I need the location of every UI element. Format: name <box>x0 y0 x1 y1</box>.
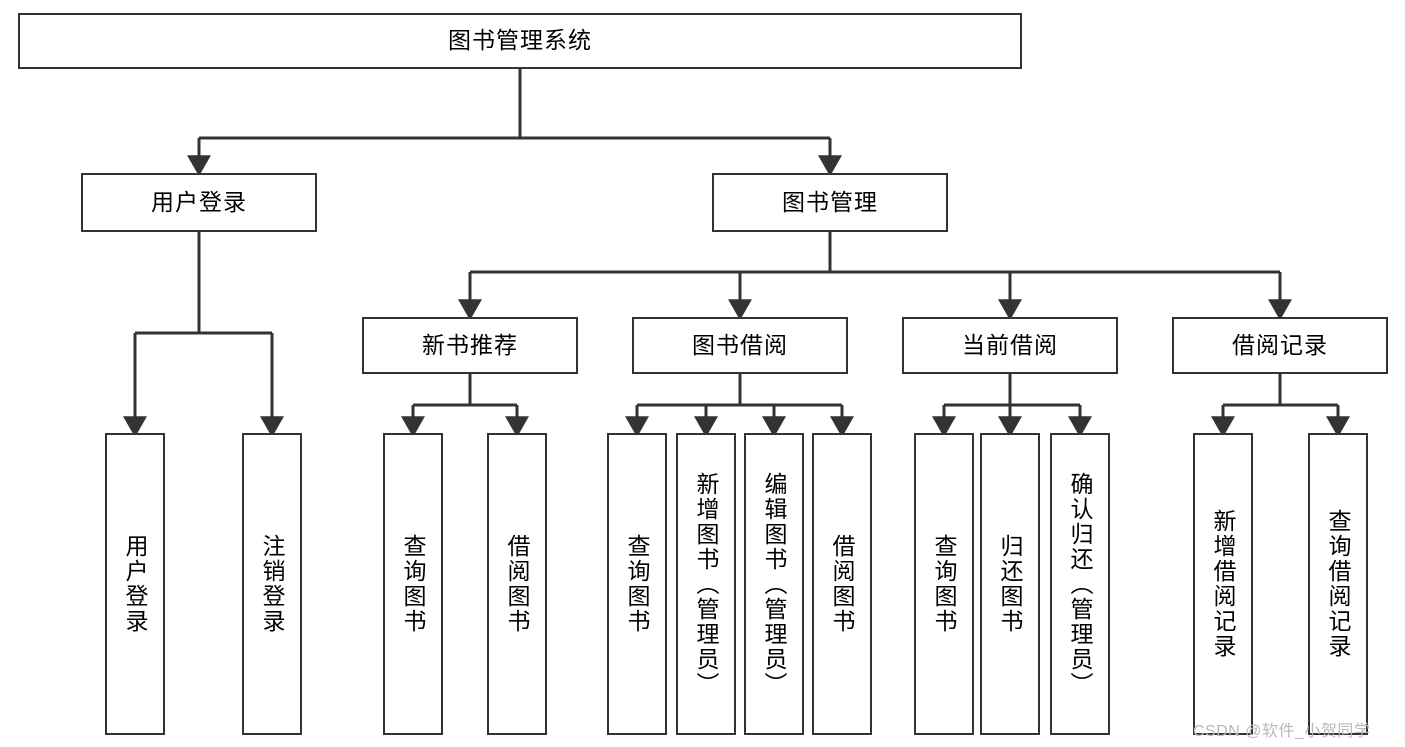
node-user-login[interactable]: 用户登录 <box>81 173 317 232</box>
leaf-add-book-admin[interactable]: 新增图书（管理员） <box>676 433 736 735</box>
node-label: 用户登录 <box>122 534 149 634</box>
node-label: 查询图书 <box>400 534 427 634</box>
leaf-query-book-current[interactable]: 查询图书 <box>914 433 974 735</box>
node-label: 新增图书（管理员） <box>693 471 720 697</box>
node-label: 归还图书 <box>997 534 1024 634</box>
node-book-borrow[interactable]: 图书借阅 <box>632 317 848 374</box>
node-label: 当前借阅 <box>962 331 1058 358</box>
node-label: 图书管理系统 <box>448 27 592 54</box>
node-label: 借阅图书 <box>829 534 856 634</box>
leaf-confirm-return-admin[interactable]: 确认归还（管理员） <box>1050 433 1110 735</box>
node-label: 查询图书 <box>931 534 958 634</box>
node-label: 新书推荐 <box>422 331 518 358</box>
leaf-edit-book-admin[interactable]: 编辑图书（管理员） <box>744 433 804 735</box>
node-label: 编辑图书（管理员） <box>761 471 788 697</box>
leaf-borrow-book-new-recommend[interactable]: 借阅图书 <box>487 433 547 735</box>
leaf-add-borrow-record[interactable]: 新增借阅记录 <box>1193 433 1253 735</box>
node-borrow-record[interactable]: 借阅记录 <box>1172 317 1388 374</box>
node-label: 图书管理 <box>782 188 878 215</box>
node-label: 查询借阅记录 <box>1325 509 1352 659</box>
node-label: 借阅图书 <box>504 534 531 634</box>
node-label: 图书借阅 <box>692 331 788 358</box>
leaf-borrow-book-borrow[interactable]: 借阅图书 <box>812 433 872 735</box>
node-label: 新增借阅记录 <box>1210 509 1237 659</box>
node-current-borrow[interactable]: 当前借阅 <box>902 317 1118 374</box>
leaf-query-book-borrow[interactable]: 查询图书 <box>607 433 667 735</box>
node-book-management[interactable]: 图书管理 <box>712 173 948 232</box>
node-label: 用户登录 <box>151 188 247 215</box>
leaf-query-book-new-recommend[interactable]: 查询图书 <box>383 433 443 735</box>
node-label: 确认归还（管理员） <box>1067 471 1094 697</box>
node-book-management-system[interactable]: 图书管理系统 <box>18 13 1022 69</box>
leaf-query-borrow-record[interactable]: 查询借阅记录 <box>1308 433 1368 735</box>
node-label: 注销登录 <box>259 534 286 634</box>
leaf-user-login[interactable]: 用户登录 <box>105 433 165 735</box>
leaf-return-book[interactable]: 归还图书 <box>980 433 1040 735</box>
node-label: 查询图书 <box>624 534 651 634</box>
node-label: 借阅记录 <box>1232 331 1328 358</box>
node-new-book-recommend[interactable]: 新书推荐 <box>362 317 578 374</box>
leaf-logout-login[interactable]: 注销登录 <box>242 433 302 735</box>
